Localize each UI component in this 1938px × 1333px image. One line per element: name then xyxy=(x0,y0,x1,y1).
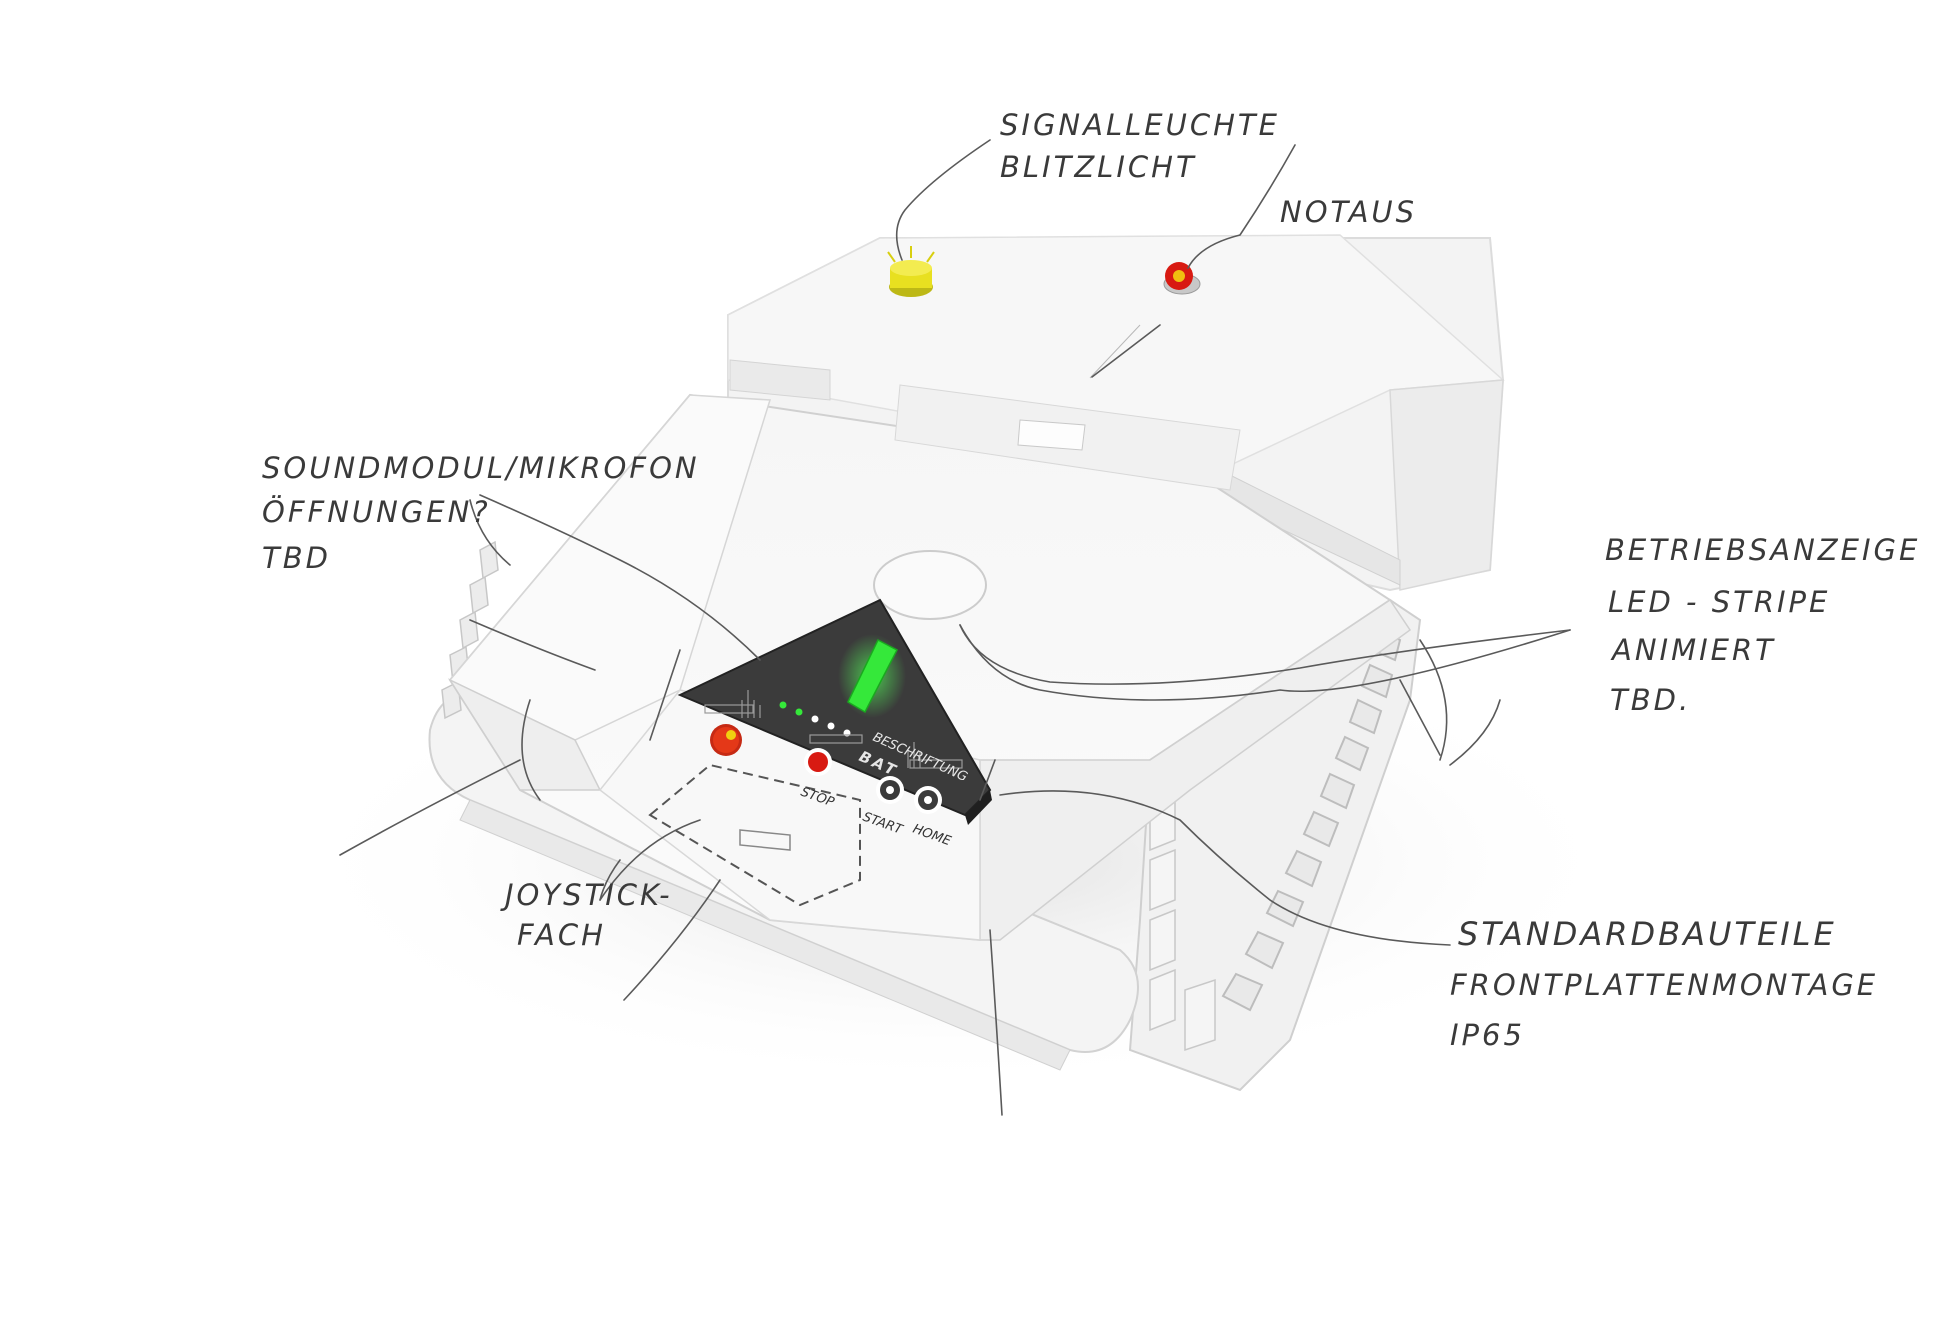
status-led-3 xyxy=(811,715,819,723)
annotation-joystick-line2: FACH xyxy=(517,918,606,952)
status-led-1 xyxy=(779,701,787,709)
right-track xyxy=(1128,598,1422,1092)
annotation-joystick: JOYSTICK- FACH xyxy=(500,878,673,952)
start-button[interactable] xyxy=(876,776,904,804)
annotation-status-display: BETRIEBSANZEIGE LED - STRIPE ANIMIERT TB… xyxy=(1605,533,1920,717)
annotation-standard-line2: FRONTPLATTENMONTAGE xyxy=(1450,968,1878,1002)
annotation-signal-light: SIGNALLEUCHTE BLITZLICHT xyxy=(1000,108,1280,184)
annotation-betrieb-line4: TBD. xyxy=(1610,683,1691,717)
annotation-sound-line3: TBD xyxy=(262,541,331,575)
emergency-stop-top-icon xyxy=(1163,262,1201,295)
annotation-standard-parts: STANDARDBAUTEILE FRONTPLATTENMONTAGE IP6… xyxy=(1450,915,1878,1052)
annotation-betrieb-line2: LED - STRIPE xyxy=(1608,585,1830,619)
emergency-stop-knob[interactable] xyxy=(710,724,742,756)
annotation-joystick-line1: JOYSTICK- xyxy=(500,878,673,912)
annotation-standard-line3: IP65 xyxy=(1450,1018,1525,1052)
stop-button[interactable] xyxy=(804,748,832,776)
annotation-standard-line1: STANDARDBAUTEILE xyxy=(1458,915,1837,953)
annotation-notaus-line1: NOTAUS xyxy=(1280,195,1417,229)
signal-light-icon xyxy=(887,246,935,297)
annotation-notaus: NOTAUS xyxy=(1280,195,1417,229)
annotation-signal-line1: SIGNALLEUCHTE xyxy=(1000,108,1280,142)
led-stripe xyxy=(847,638,899,714)
home-button[interactable] xyxy=(914,786,942,814)
annotation-sound-line1: SOUNDMODUL/MIKROFON xyxy=(262,451,700,485)
annotation-signal-line2: BLITZLICHT xyxy=(1000,150,1197,184)
status-led-2 xyxy=(795,708,803,716)
circular-sensor xyxy=(873,550,987,620)
annotation-sound-module: SOUNDMODUL/MIKROFON ÖFFNUNGEN? TBD xyxy=(262,451,700,575)
annotation-sound-line2: ÖFFNUNGEN? xyxy=(262,495,491,529)
annotation-betrieb-line3: ANIMIERT xyxy=(1610,633,1776,667)
leader-lines xyxy=(339,139,1571,1116)
status-led-4 xyxy=(827,722,835,730)
annotation-betrieb-line1: BETRIEBSANZEIGE xyxy=(1605,533,1920,567)
